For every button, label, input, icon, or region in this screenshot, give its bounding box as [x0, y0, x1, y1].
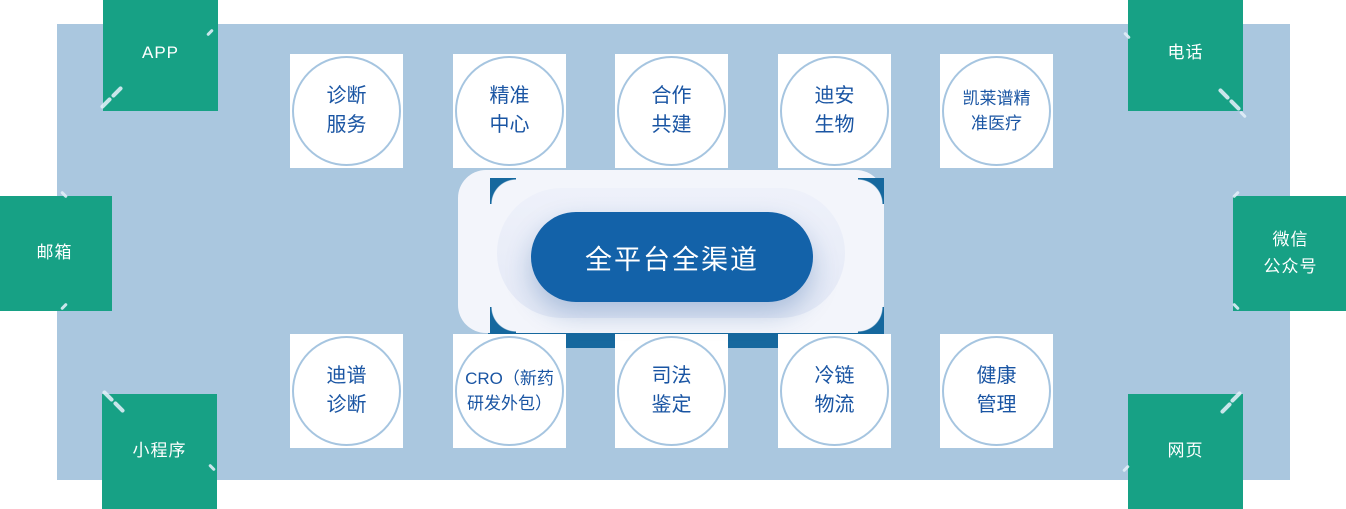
channel-label: 电话: [1167, 43, 1204, 63]
service-label: 司法 鉴定: [651, 365, 692, 416]
service-circle: CRO（新药 研发外包）: [455, 336, 564, 446]
service-health-management: 健康 管理: [940, 334, 1053, 448]
channel-app: APP: [103, 0, 218, 111]
channel-label: 邮箱: [36, 243, 73, 263]
service-judicial-authentication: 司法 鉴定: [615, 334, 728, 448]
service-label: 迪安 生物: [814, 85, 855, 136]
service-label: CRO（新药 研发外包）: [465, 368, 554, 414]
service-circle: 司法 鉴定: [617, 336, 726, 446]
service-circle: 合作 共建: [617, 56, 726, 166]
service-dipu-diagnosis: 迪谱 诊断: [290, 334, 403, 448]
corner-wedge-bottom-right: [858, 307, 884, 333]
service-circle: 迪安 生物: [780, 56, 889, 166]
service-circle: 冷链 物流: [780, 336, 889, 446]
channel-email: 邮箱: [0, 196, 112, 311]
channel-label: 网页: [1167, 441, 1204, 461]
service-dian-biotech: 迪安 生物: [778, 54, 891, 168]
service-circle: 迪谱 诊断: [292, 336, 401, 446]
service-cooperation: 合作 共建: [615, 54, 728, 168]
service-calibra-precision-medicine: 凯莱谱精 准医疗: [940, 54, 1053, 168]
service-circle: 诊断 服务: [292, 56, 401, 166]
service-label: 凯莱谱精 准医疗: [962, 88, 1031, 134]
center-pill: 全平台全渠道: [531, 212, 813, 302]
center-pill-label: 全平台全渠道: [585, 244, 759, 275]
service-label: 健康 管理: [976, 365, 1017, 416]
channel-label: APP: [141, 43, 180, 63]
channel-mini-program: 小程序: [102, 394, 217, 509]
corner-wedge-top-left: [490, 178, 516, 204]
service-precision-center: 精准 中心: [453, 54, 566, 168]
channel-wechat-official-account: 微信 公众号: [1233, 196, 1346, 311]
service-label: 精准 中心: [489, 85, 530, 136]
service-circle: 健康 管理: [942, 336, 1051, 446]
corner-wedge-bottom-left: [490, 307, 516, 333]
service-label: 冷链 物流: [814, 365, 855, 416]
service-cro-outsourcing: CRO（新药 研发外包）: [453, 334, 566, 448]
service-cold-chain-logistics: 冷链 物流: [778, 334, 891, 448]
corner-wedge-top-right: [858, 178, 884, 204]
service-diagnosis-service: 诊断 服务: [290, 54, 403, 168]
channel-label: 小程序: [132, 441, 187, 461]
service-label: 诊断 服务: [326, 85, 367, 136]
service-circle: 精准 中心: [455, 56, 564, 166]
service-circle: 凯莱谱精 准医疗: [942, 56, 1051, 166]
channel-label: 微信 公众号: [1263, 230, 1318, 276]
service-label: 迪谱 诊断: [326, 365, 367, 416]
channel-web-page: 网页: [1128, 394, 1243, 509]
service-label: 合作 共建: [651, 85, 692, 136]
